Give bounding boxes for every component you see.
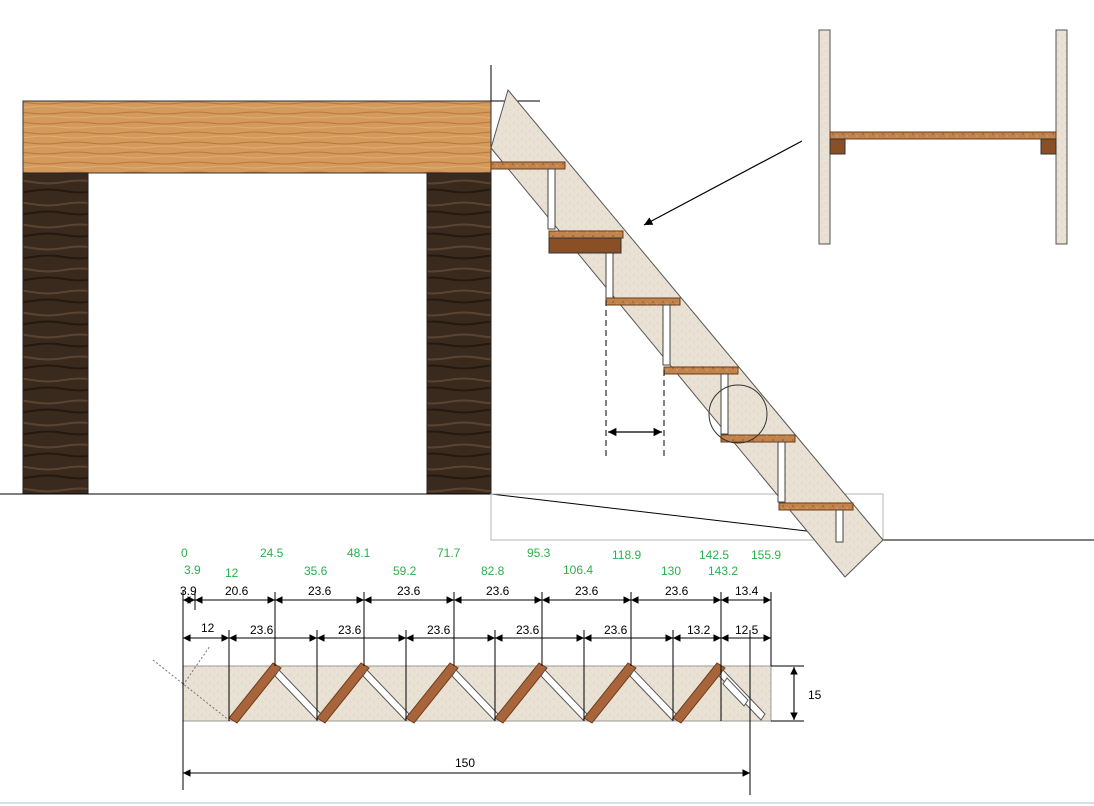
- section-pointer-arrow: [643, 140, 803, 226]
- dimension-arrows: [183, 596, 798, 777]
- building: [22, 100, 492, 495]
- riser-support: [835, 509, 844, 543]
- pos-label: 0: [181, 546, 188, 560]
- tread-cut: [583, 662, 637, 724]
- pos-label: 82.8: [481, 564, 505, 578]
- tread: [663, 366, 739, 375]
- dim-label: 23.6: [397, 584, 421, 598]
- section-tread: [829, 131, 1057, 140]
- ceiling-beam: [22, 100, 492, 174]
- left-post: [22, 172, 89, 495]
- pos-label: 35.6: [304, 564, 328, 578]
- pos-label: 59.2: [393, 564, 417, 578]
- dim-label: 12.5: [735, 623, 759, 637]
- pos-label: 143.2: [708, 564, 738, 578]
- tread: [490, 161, 566, 170]
- total-length-label: 150: [455, 756, 475, 770]
- dim-label: 23.6: [250, 623, 274, 637]
- tread-cut: [405, 662, 459, 724]
- dim-label: 23.6: [338, 623, 362, 637]
- right-post: [426, 172, 492, 495]
- dim-label: 12: [201, 621, 215, 635]
- tread: [720, 434, 796, 443]
- section-right-stringer: [1055, 29, 1068, 245]
- dim-label: 23.6: [516, 623, 540, 637]
- dimension-lines: [182, 590, 804, 795]
- riser-support: [720, 373, 729, 435]
- landing-block: [548, 237, 622, 254]
- section-cleat-right: [1040, 138, 1057, 155]
- dim-label: 23.6: [427, 623, 451, 637]
- detail-frame: [490, 493, 884, 541]
- start-diagonal: [152, 659, 231, 722]
- dim-label: 3.9: [180, 584, 197, 598]
- dim-label: 23.6: [604, 623, 628, 637]
- notches: [228, 662, 766, 724]
- dimension-values: 3.9 20.6 23.6 23.6 23.6 23.6 23.6 13.4 1…: [180, 584, 822, 770]
- dim-label: 23.6: [575, 584, 599, 598]
- pos-label: 118.9: [612, 548, 641, 562]
- cross-section: [643, 29, 1068, 245]
- tread-cut: [316, 662, 370, 724]
- dim-label: 23.6: [486, 584, 510, 598]
- position-labels: 0 3.9 12 24.5 35.6 48.1 59.2 71.7 82.8 9…: [181, 546, 781, 580]
- tread-cut: [228, 662, 282, 724]
- riser-support: [662, 304, 671, 366]
- riser-support: [777, 441, 786, 503]
- stair-side-view: [490, 88, 884, 578]
- pos-label: 48.1: [347, 546, 371, 560]
- dim-label: 13.2: [687, 623, 711, 637]
- section-cleat-left: [829, 138, 846, 155]
- dim-label: 23.6: [308, 584, 332, 598]
- dim-label: 23.6: [665, 584, 689, 598]
- dim-label: 13.4: [735, 584, 759, 598]
- riser-support: [547, 168, 556, 230]
- detail-circle: [708, 384, 768, 444]
- height-label: 15: [808, 688, 822, 702]
- pos-label: 24.5: [260, 546, 284, 560]
- tread-cut: [494, 662, 548, 724]
- tread: [548, 230, 624, 239]
- section-left-stringer: [818, 29, 831, 245]
- tread-cut: [672, 662, 726, 724]
- pos-label: 155.9: [751, 548, 781, 562]
- pos-label: 12: [225, 566, 239, 580]
- tread: [605, 297, 681, 306]
- pos-label: 71.7: [437, 546, 461, 560]
- pos-label: 3.9: [184, 563, 201, 577]
- pos-label: 106.4: [563, 563, 593, 577]
- riser-slot: [722, 677, 749, 707]
- pos-label: 142.5: [699, 548, 729, 562]
- tread: [778, 502, 854, 511]
- pos-label: 95.3: [527, 546, 551, 560]
- stringer-layout: [152, 645, 772, 724]
- dim-label: 20.6: [225, 584, 249, 598]
- pos-label: 130: [661, 564, 681, 578]
